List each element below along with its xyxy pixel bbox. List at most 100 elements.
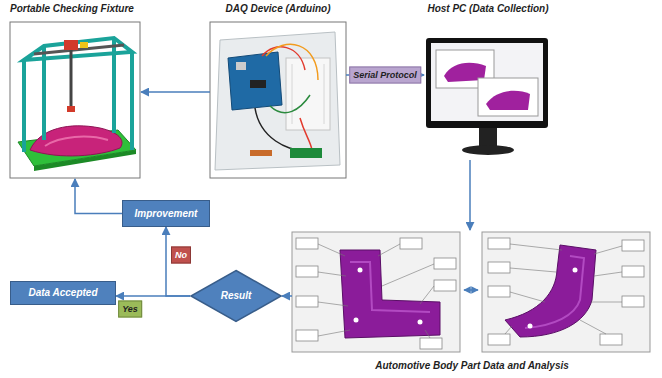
- drawing-part: [488, 286, 510, 297]
- decision-diamond: Result: [190, 270, 282, 322]
- node-label: Data Accepted: [28, 287, 97, 299]
- process-box: Improvement: [122, 200, 210, 227]
- drawing-part: [434, 258, 456, 269]
- drawing-part: [10, 22, 140, 178]
- drawing-part: [270, 95, 310, 113]
- drawing-part: [292, 64, 293, 124]
- drawing-part: [300, 118, 312, 150]
- drawing-part: [236, 62, 246, 70]
- drawing-part: [354, 318, 359, 323]
- edge-label: Serial Protocol: [349, 67, 421, 84]
- part-analysis-illustration: [292, 232, 650, 352]
- edge-label: No: [171, 247, 191, 264]
- drawing-part: [70, 50, 73, 108]
- connector: [282, 295, 292, 297]
- connector: [469, 160, 471, 230]
- drawing-part: [479, 128, 497, 146]
- fixture-illustration: [10, 22, 140, 178]
- drawing-part: [594, 246, 622, 254]
- drawing-part: [67, 106, 75, 112]
- drawing-part: [215, 32, 340, 170]
- drawing-part: [418, 320, 423, 325]
- drawing-part: [486, 91, 530, 110]
- drawing-part: [482, 232, 650, 352]
- drawing-part: [210, 22, 346, 178]
- daq-panel: DAQ Device (Arduino): [210, 3, 346, 179]
- drawing-part: [591, 302, 622, 303]
- drawing-part: [22, 60, 26, 152]
- drawing-part: [594, 272, 622, 276]
- process-box: Data Accepted: [10, 281, 116, 305]
- edge-label: Yes: [118, 301, 142, 318]
- drawing-part: [434, 280, 456, 291]
- drawing-part: [505, 326, 512, 334]
- drawing-part: [24, 38, 132, 60]
- drawing-part: [318, 272, 346, 276]
- host-pc-panel: Host PC (Data Collection): [424, 3, 552, 160]
- drawing-part: [462, 145, 514, 155]
- drawing-part: [318, 244, 345, 256]
- drawing-part: [45, 137, 108, 146]
- drawing-part: [64, 40, 78, 50]
- drawing-part: [296, 330, 318, 341]
- drawing-part: [296, 296, 318, 307]
- drawing-part: [250, 150, 272, 156]
- drawing-part: [464, 289, 478, 291]
- drawing-part: [266, 44, 318, 80]
- drawing-part: [510, 244, 562, 250]
- panel-heading: Portable Checking Fixture: [10, 3, 134, 15]
- drawing-part: [318, 302, 348, 306]
- drawing-part: [296, 238, 318, 249]
- drawing-part: [378, 244, 400, 256]
- drawing-part: [290, 148, 322, 158]
- drawing-part: [130, 52, 134, 150]
- fixture-panel: Portable Checking Fixture: [10, 3, 141, 179]
- drawing-part: [292, 232, 460, 352]
- drawing-part: [431, 43, 543, 121]
- drawing-part: [488, 238, 644, 345]
- drawing-part: [400, 238, 422, 249]
- drawing-part: [510, 292, 545, 302]
- drawing-part: [350, 262, 430, 312]
- drawing-part: [528, 324, 533, 329]
- drawing-part: [250, 80, 266, 88]
- daq-illustration: [210, 22, 346, 178]
- drawing-part: [425, 330, 430, 338]
- drawing-part: [622, 266, 644, 277]
- drawing-part: [600, 334, 622, 345]
- drawing-part: [622, 296, 644, 307]
- connector: [75, 179, 122, 214]
- drawing-part: [510, 268, 556, 272]
- drawing-part: [324, 64, 325, 124]
- drawing-part: [318, 330, 350, 336]
- drawing-part: [505, 244, 622, 334]
- drawing-part: [80, 42, 88, 48]
- drawing-part: [573, 268, 578, 273]
- drawing-part: [488, 334, 510, 345]
- drawing-part: [525, 256, 584, 328]
- caption: Automotive Body Part Data and Analysis: [375, 360, 569, 372]
- drawing-part: [622, 240, 644, 251]
- drawing-part: [358, 268, 363, 273]
- drawing-part: [505, 245, 596, 337]
- drawing-part: [262, 47, 305, 70]
- panel-heading: Host PC (Data Collection): [427, 3, 548, 15]
- drawing-part: [382, 264, 434, 286]
- connector: [141, 91, 210, 93]
- drawing-part: [286, 58, 330, 130]
- connector: [166, 227, 190, 296]
- drawing-part: [420, 338, 442, 349]
- analysis-panel: Automotive Body Part Data and Analysis: [292, 230, 652, 372]
- drawing-part: [34, 45, 124, 54]
- drawing-part: [488, 238, 510, 249]
- panel-heading: DAQ Device (Arduino): [225, 3, 330, 15]
- drawing-part: [318, 244, 434, 338]
- drawing-part: [340, 250, 440, 338]
- drawing-part: [426, 38, 548, 128]
- drawing-part: [580, 320, 606, 334]
- diamond-shape: [191, 271, 281, 322]
- node-label: Result: [221, 290, 252, 302]
- node-label: Improvement: [135, 208, 198, 220]
